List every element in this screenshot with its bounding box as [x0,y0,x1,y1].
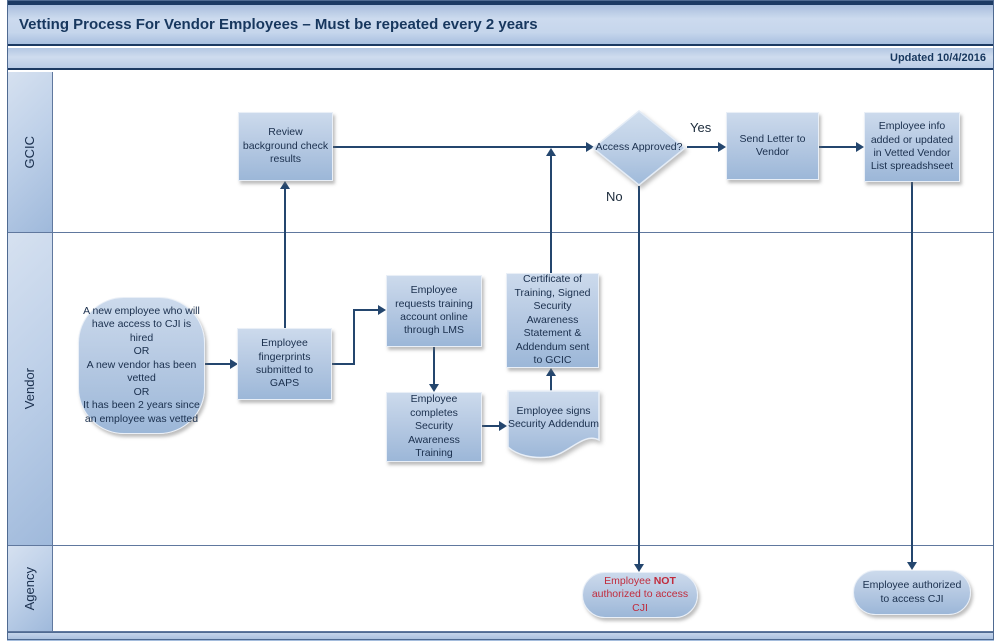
edge-completes-to-signs-line [482,425,499,427]
updated-bar: Updated 10/4/2016 [7,48,994,70]
arrowhead-icon [586,142,594,152]
arrowhead-icon [907,562,917,570]
start-trigger-blob: A new employee who will have access to C… [78,297,205,434]
arrowhead-icon [429,384,439,392]
top-border-strip [7,0,994,5]
edge-fingerprints-to-lms-line [353,310,355,365]
document-signs-addendum-shape [507,390,600,459]
process-review-background: Review background check results [238,112,333,181]
terminator-authorized: Employee authorized to access CJI [853,570,971,615]
process-employee-info-updated: Employee info added or updated in Vetted… [864,112,960,182]
no-label: No [606,189,623,204]
terminator-not-authorized: Employee NOT authorized to access CJI [582,572,698,618]
lane-label-vendor-text: Vendor [22,368,37,410]
arrowhead-icon [499,421,507,431]
process-complete-training: Employee completes Security Awareness Tr… [386,392,482,462]
arrowhead-icon [378,305,386,315]
edge-fingerprints-to-review-line [284,189,286,328]
lane-label-gcic-text: GCIC [22,135,37,169]
arrowhead-icon [280,181,290,189]
footer-bar [7,632,994,641]
edge-lms-to-completes-line [433,347,435,384]
not-authorized-text: Employee NOT authorized to access CJI [591,574,689,614]
arrowhead-icon [718,142,726,152]
edge-trigger-to-fingerprints-line [205,363,230,365]
arrowhead-icon [856,142,864,152]
edge-sendletter-to-info-line [819,146,856,148]
lane-agency [53,546,994,632]
process-certificate-sent-gcic: Certificate of Training, Signed Security… [506,273,599,368]
lane-label-agency: Agency [7,546,53,632]
arrowhead-icon [634,564,644,572]
process-request-lms-account: Employee requests training account onlin… [386,275,482,347]
process-fingerprints-gaps: Employee fingerprints submitted to GAPS [237,328,332,400]
process-send-letter: Send Letter to Vendor [726,112,819,180]
edge-fingerprints-to-lms-line [332,363,355,365]
updated-date-label: Updated 10/4/2016 [890,52,986,64]
arrowhead-icon [546,368,556,376]
lane-label-gcic: GCIC [7,72,53,233]
edge-decision-no-line [638,186,640,564]
decision-access-approved-shape [591,110,687,186]
edge-review-to-decision-line [333,146,586,148]
page-title: Vetting Process For Vendor Employees – M… [19,16,538,33]
edge-fingerprints-to-lms-line [353,309,378,311]
lane-gcic [53,72,994,233]
yes-label: Yes [690,120,712,135]
arrowhead-icon [546,148,556,156]
lane-label-vendor: Vendor [7,233,53,546]
edge-decision-yes-line [687,146,718,148]
title-bar: Vetting Process For Vendor Employees – M… [7,5,994,46]
edge-certificate-to-gcic-line [550,156,552,273]
edge-signs-to-certificate-line [550,376,552,392]
arrowhead-icon [230,359,238,369]
lane-label-agency-text: Agency [22,566,37,611]
edge-info-to-authorized-line [911,182,913,562]
